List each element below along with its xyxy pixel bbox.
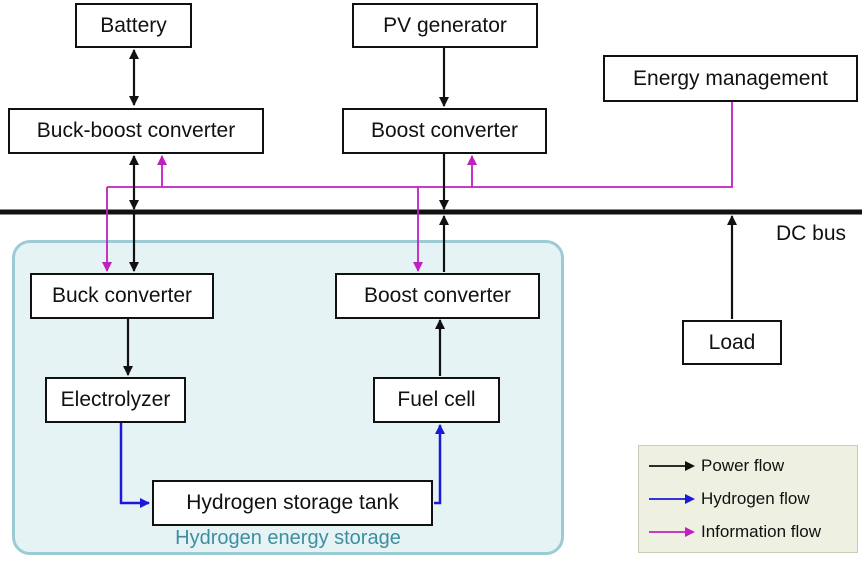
information-arrow-icon <box>649 527 695 537</box>
boost-converter-top-box: Boost converter <box>342 108 547 154</box>
legend-label: Hydrogen flow <box>701 489 810 508</box>
energy-management-box: Energy management <box>603 55 858 102</box>
fuel-cell-box: Fuel cell <box>373 377 500 423</box>
information-flow-lines <box>102 102 733 272</box>
dc-bus-label: DC bus <box>776 222 847 245</box>
legend-item-power: Power flow <box>639 454 784 478</box>
electrolyzer-box: Electrolyzer <box>45 377 186 423</box>
battery-box: Battery <box>75 3 192 48</box>
legend-label: Information flow <box>701 522 821 541</box>
info-trunk <box>107 102 733 188</box>
group-label: Hydrogen energy storage <box>175 527 401 549</box>
power-arrow-icon <box>649 461 695 471</box>
hydrogen-flow-lines <box>119 423 445 508</box>
load-box: Load <box>682 320 782 365</box>
boost-converter-bottom-box: Boost converter <box>335 273 540 319</box>
tank-fuelcell-arrow <box>434 424 445 505</box>
hydrogen-arrow-icon <box>649 494 695 504</box>
power-flow-lines <box>123 48 737 376</box>
pv-generator-box: PV generator <box>352 3 538 48</box>
buck-converter-box: Buck converter <box>30 273 214 319</box>
legend: Power flow Hydrogen flow Information flo… <box>638 445 858 553</box>
legend-item-information: Information flow <box>639 520 821 544</box>
electrolyzer-tank-arrow <box>119 423 150 508</box>
legend-label: Power flow <box>701 456 785 475</box>
buck-boost-converter-box: Buck-boost converter <box>8 108 264 154</box>
legend-item-hydrogen: Hydrogen flow <box>639 487 810 511</box>
hydrogen-storage-tank-box: Hydrogen storage tank <box>152 480 433 526</box>
